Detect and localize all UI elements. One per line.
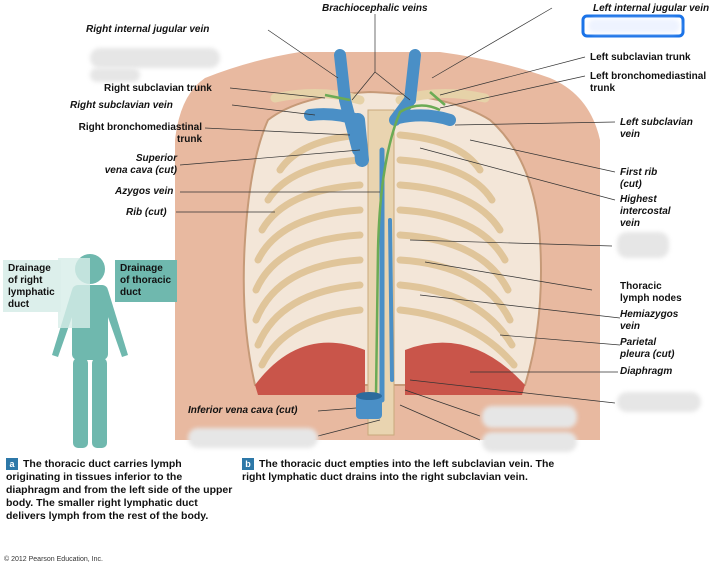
copyright: © 2012 Pearson Education, Inc.: [4, 556, 103, 563]
right-drainage-region: [58, 258, 90, 328]
hidden-label: [482, 432, 577, 452]
drainage-thoracic-box: [115, 260, 177, 302]
diaphragm-right: [405, 342, 525, 395]
drainage-right-box: [3, 260, 61, 312]
label-right-internal-jugular-vein: Right internal jugular vein: [86, 24, 210, 35]
leader-lines: [176, 7, 621, 441]
ivc-stump: [356, 395, 382, 419]
hidden-label: [90, 68, 140, 82]
label-diaphragm: Diaphragm: [620, 366, 673, 377]
ribs: [252, 131, 518, 369]
caption-a-badge: a: [6, 458, 18, 470]
hidden-label: [482, 406, 577, 428]
hidden-label: [617, 232, 669, 258]
hidden-label: [588, 19, 680, 33]
diaphragm-left: [255, 342, 365, 395]
label-right-subclavian-vein: Right subclavian vein: [70, 100, 173, 111]
caption-b-badge: b: [242, 458, 254, 470]
label-first-rib: First rib(cut): [620, 167, 658, 190]
label-rib-cut: Rib (cut): [126, 207, 167, 218]
label-inferior-vena-cava: Inferior vena cava (cut): [188, 405, 298, 416]
label-right-subclavian-trunk: Right subclavian trunk: [104, 83, 212, 94]
highlight-box: [581, 14, 685, 38]
label-left-internal-jugular-vein: Left internal jugular vein: [593, 3, 710, 14]
hidden-label: [188, 428, 318, 448]
lymph-vessels: [324, 91, 446, 396]
hidden-label: [90, 48, 220, 68]
caption-b-text: The thoracic duct empties into the left …: [242, 458, 555, 483]
label-left-subclavian-trunk: Left subclavian trunk: [590, 52, 691, 63]
label-azygos-vein: Azygos vein: [115, 186, 174, 197]
label-brachiocephalic-veins: Brachiocephalic veins: [322, 3, 428, 14]
caption-a-text: The thoracic duct carries lymph originat…: [6, 458, 233, 522]
hidden-label: [617, 392, 701, 412]
